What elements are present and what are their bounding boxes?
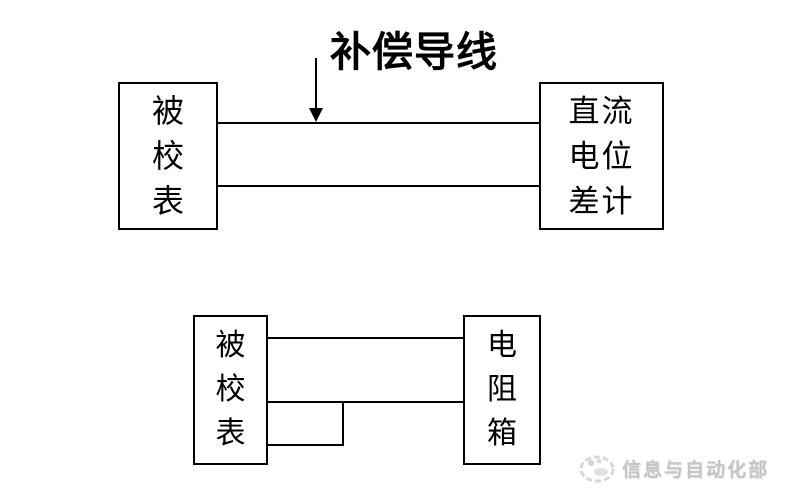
meter-under-calibration-box-top: 被 校 表: [118, 82, 218, 230]
compensation-wire-label: 补偿导线: [330, 29, 498, 75]
box-label-row: 直流: [568, 93, 635, 129]
box-label-char: 被: [215, 329, 246, 362]
dc-potentiometer-box: 直流 电位 差计: [539, 82, 664, 230]
box-label-row: 电位: [568, 138, 635, 174]
box-label-char: 校: [151, 137, 184, 174]
box-label-row: 差计: [568, 183, 635, 219]
watermark-text: 信息与自动化部: [622, 460, 770, 481]
box-label-char: 电: [487, 329, 517, 362]
down-arrow-icon: [309, 108, 323, 122]
bottom-diagram-stub-wire: [266, 444, 344, 446]
box-label-char: 校: [215, 373, 246, 406]
resistance-box: 电 阻 箱: [463, 315, 541, 465]
blob-logo-icon: [579, 455, 615, 483]
down-arrow-line: [315, 58, 317, 108]
box-label-char: 表: [215, 417, 246, 450]
box-label-char: 被: [151, 92, 184, 129]
box-label-char: 表: [151, 182, 184, 219]
bottom-diagram-stub-vertical-wire: [342, 401, 344, 446]
meter-under-calibration-box-bottom: 被 校 表: [193, 315, 268, 465]
bottom-diagram-middle-wire: [266, 401, 464, 403]
bottom-diagram-upper-wire: [266, 337, 464, 339]
top-diagram-lower-wire: [216, 185, 540, 187]
box-label-char: 阻: [487, 373, 517, 406]
top-diagram-upper-wire: [216, 122, 540, 124]
box-label-char: 箱: [487, 417, 517, 450]
